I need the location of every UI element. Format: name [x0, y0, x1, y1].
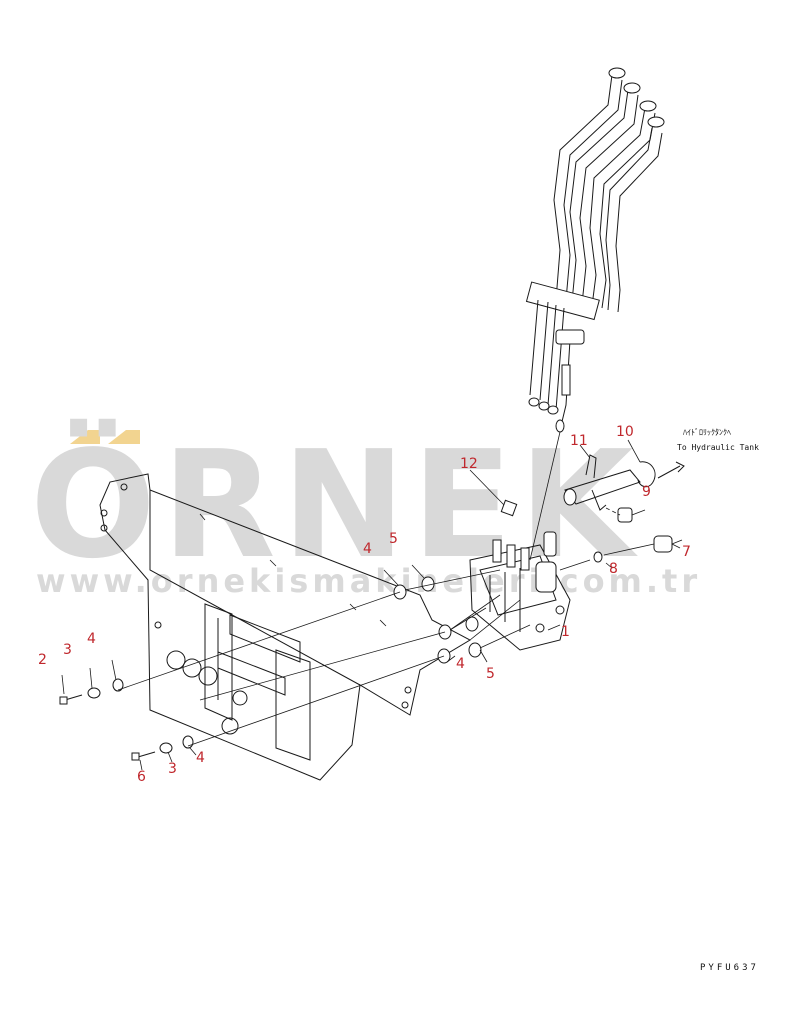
part-label-2: 2 — [38, 652, 47, 668]
part-label-4b: 4 — [363, 541, 372, 557]
part-label-3b: 3 — [168, 761, 177, 777]
part-label-5a: 5 — [389, 531, 398, 547]
watermark-accent-right — [108, 430, 140, 444]
part-label-1: 1 — [561, 624, 570, 640]
part-label-4d: 4 — [196, 750, 205, 766]
part-label-4a: 4 — [87, 631, 96, 647]
part-label-8: 8 — [609, 561, 618, 577]
watermark-url: www.ornekismakineleri.com.tr — [36, 562, 701, 600]
mounting-plate — [99, 473, 472, 781]
control-valve — [449, 531, 571, 651]
part-label-10: 10 — [616, 424, 634, 440]
part-label-4c: 4 — [456, 656, 465, 672]
part-label-9: 9 — [642, 484, 651, 500]
tank-return-hose — [500, 454, 685, 571]
annotation-english: To Hydraulic Tank — [677, 443, 759, 452]
part-label-5b: 5 — [486, 666, 495, 682]
watermark: ÖRNEK www.ornekismakineleri.com.tr — [30, 418, 701, 600]
part-label-12: 12 — [460, 456, 478, 472]
control-levers — [525, 67, 665, 561]
watermark-accent-left — [70, 430, 100, 444]
tank-annotation: ﾊｲﾄﾞﾛﾘｯｸﾀﾝｸﾍ To Hydraulic Tank — [677, 428, 759, 452]
part-label-11: 11 — [570, 433, 588, 449]
leader-lines — [61, 439, 681, 771]
part-label-6: 6 — [137, 769, 146, 785]
watermark-brand: ÖRNEK — [30, 418, 639, 591]
part-label-3a: 3 — [63, 642, 72, 658]
part-label-7: 7 — [682, 544, 691, 560]
annotation-japanese: ﾊｲﾄﾞﾛﾘｯｸﾀﾝｸﾍ — [683, 428, 731, 437]
fasteners — [59, 569, 531, 761]
drawing-code: PYFU637 — [700, 963, 759, 973]
part-labels: 1 2 3 4 4 5 4 5 6 3 4 7 8 9 10 11 12 — [38, 424, 691, 785]
